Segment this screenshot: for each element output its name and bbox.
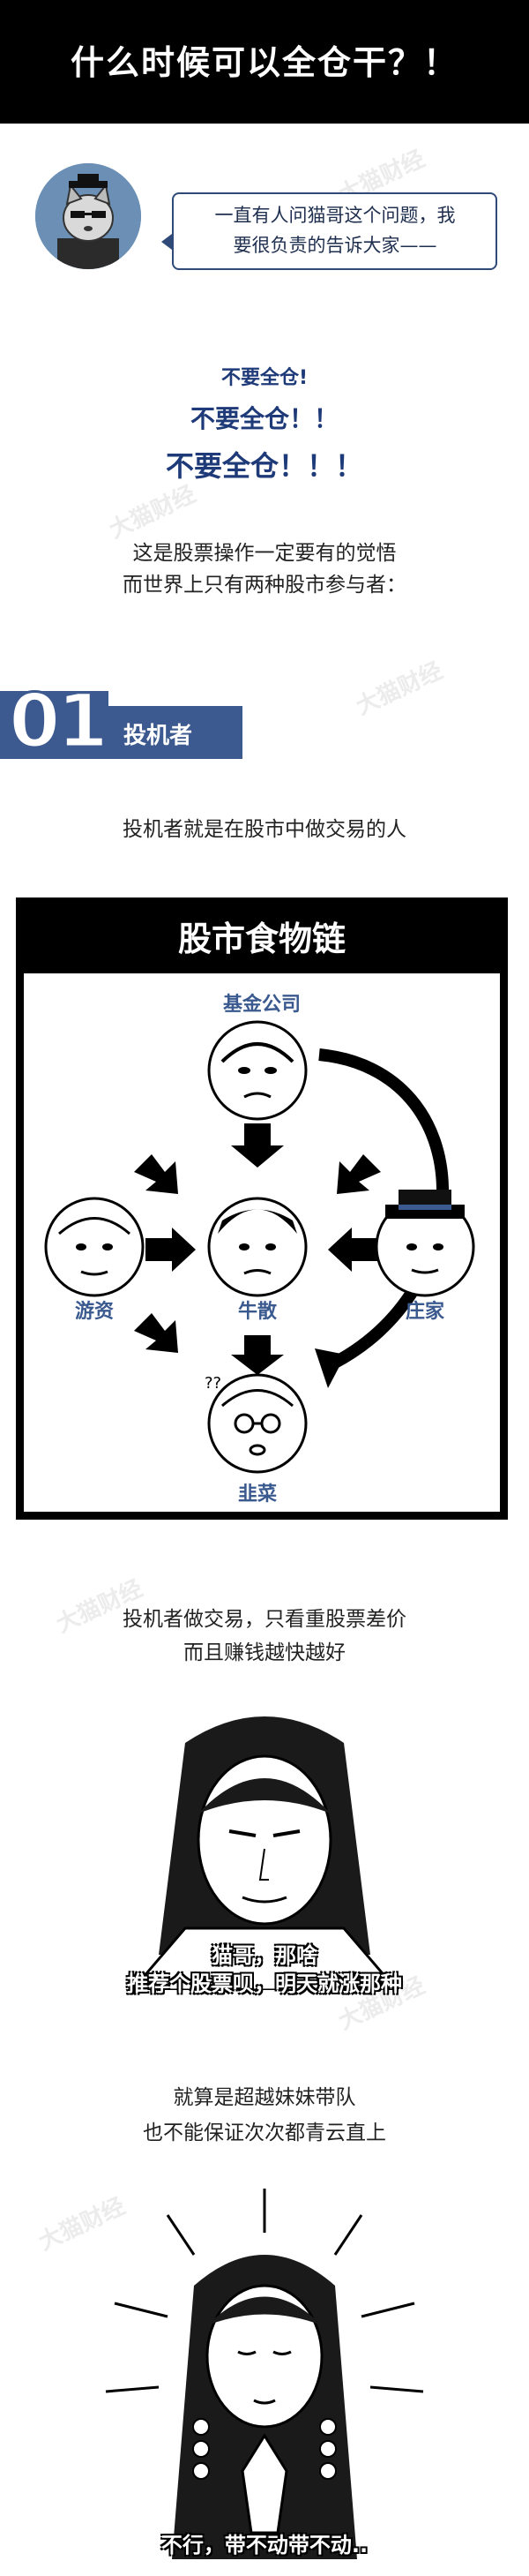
illustration-woman-2 [105, 2189, 424, 2559]
node-label-center: 牛散 [237, 1301, 277, 1323]
cat-avatar [35, 163, 141, 269]
caption2: 不行，带不动带不动.. [160, 2533, 369, 2557]
speech-bubble-tail [161, 234, 172, 250]
node-label-bottom: 韭菜 [237, 1483, 277, 1506]
food-chain-diagram: ?? [44, 1020, 475, 1474]
warning-1: 不要全仓! [220, 367, 309, 389]
food-chain-header [16, 897, 508, 973]
section-number: 01 [8, 677, 110, 766]
warning-3: 不要全仓！！！ [165, 449, 363, 483]
watermark: 大猫财经 [105, 481, 200, 544]
caption1-line-2: 推荐个股票呗，明天就涨那种 [127, 1971, 402, 1996]
food-chain-title: 股市食物链 [177, 920, 346, 958]
svg-text:??: ?? [205, 1374, 221, 1393]
intro-line-1: 一直有人问猫哥这个问题，我 [214, 205, 456, 226]
header-bar [0, 0, 529, 124]
trade-line-1: 投机者做交易，只看重股票差价 [123, 1608, 406, 1631]
section-number-bg [0, 691, 108, 759]
node-label-top: 基金公司 [222, 994, 301, 1016]
sisters-line-1: 就算是超越妹妹带队 [173, 2086, 356, 2109]
caption1-line-1: 猫哥，那啥 [212, 1943, 317, 1968]
trade-line-2: 而且赚钱越快越好 [183, 1641, 346, 1664]
definition-text: 投机者就是在股市中做交易的人 [123, 818, 406, 841]
illustration-woman-1 [132, 1716, 397, 1990]
lead-line-1: 这是股票操作一定要有的觉悟 [132, 542, 397, 565]
face-fund [207, 1020, 308, 1121]
sisters-line-2: 也不能保证次次都青云直上 [143, 2122, 386, 2144]
section-label-bg [108, 706, 242, 759]
section-label: 投机者 [123, 723, 193, 749]
speech-bubble [172, 192, 497, 270]
watermark: 大猫财经 [352, 657, 447, 721]
page-title: 什么时候可以全仓干？！ [70, 43, 458, 82]
intro-line-2: 要很负责的告诉大家—— [233, 235, 437, 256]
node-label-right: 庄家 [405, 1301, 444, 1323]
warning-2: 不要全仓！！ [190, 404, 339, 433]
node-label-left: 游资 [74, 1301, 114, 1323]
lead-line-2: 而世界上只有两种股市参与者： [123, 574, 406, 597]
